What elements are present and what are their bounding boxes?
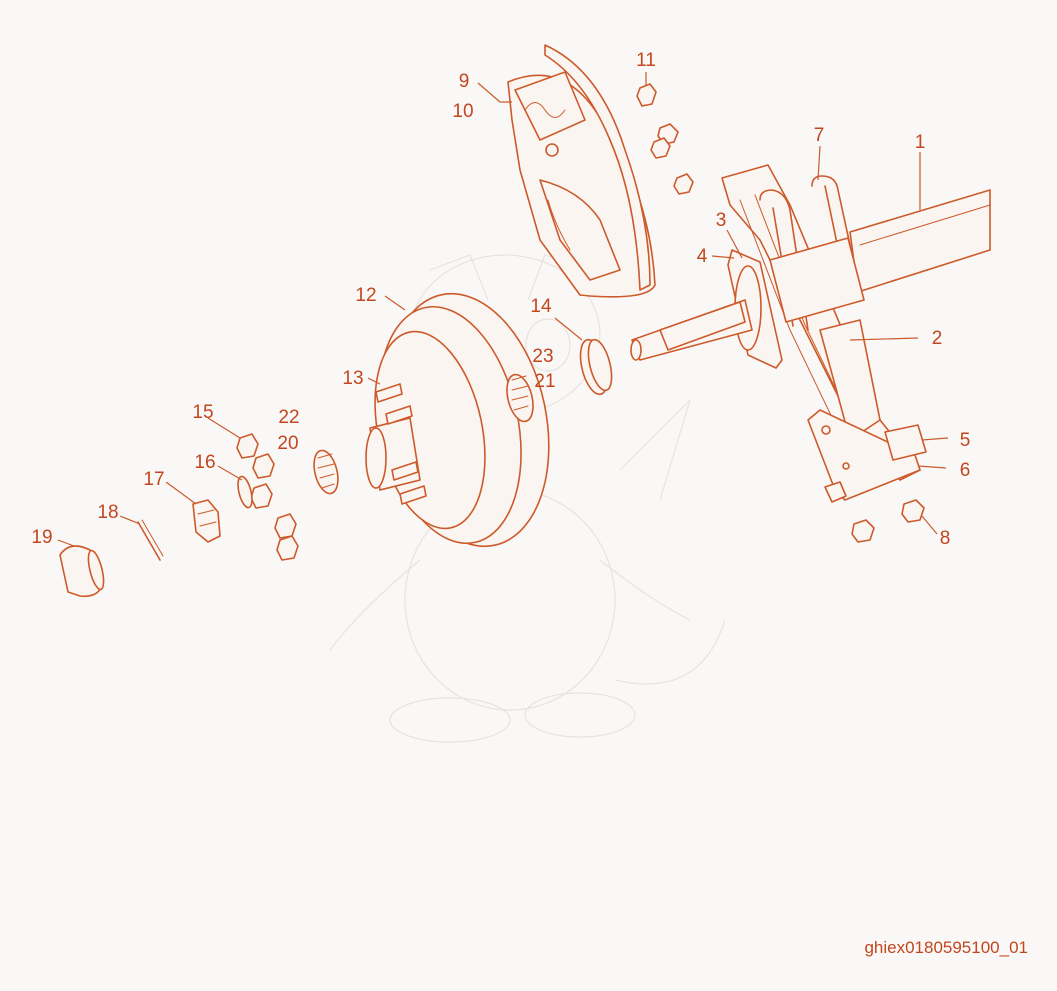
part-label-18: 18: [97, 502, 118, 523]
brake-shoe-assembly: [507, 44, 656, 298]
part-label-15: 15: [192, 402, 213, 423]
spring-plate: [807, 409, 927, 503]
part-label-13: 13: [342, 368, 363, 389]
castle-nut: [192, 499, 221, 543]
spring-clamp: [769, 237, 865, 323]
leader-lines: [57, 72, 949, 547]
part-label-4: 4: [697, 246, 708, 267]
nuts-11: [636, 83, 694, 195]
spindle-assembly: [630, 249, 783, 369]
leaf-spring: [721, 164, 921, 481]
brake-drum: [365, 292, 550, 548]
part-label-19: 19: [31, 527, 52, 548]
part-label-16: 16: [194, 452, 215, 473]
part-label-7: 7: [814, 125, 825, 146]
part-label-5: 5: [960, 430, 971, 451]
part-label-2: 2: [932, 328, 943, 349]
part-label-11: 11: [636, 50, 656, 71]
inner-bearing: [506, 373, 534, 423]
part-label-14: 14: [530, 296, 552, 317]
dust-cap: [59, 545, 105, 598]
part-label-21: 21: [534, 371, 555, 392]
part-label-23: 23: [532, 346, 553, 367]
part-label-1: 1: [915, 132, 926, 153]
spring-nuts: [851, 499, 925, 543]
spindle-washer: [237, 475, 253, 509]
part-label-3: 3: [716, 210, 727, 231]
outer-bearing: [313, 449, 339, 495]
part-label-8: 8: [940, 528, 951, 549]
grease-seal: [579, 338, 613, 396]
part-label-6: 6: [960, 460, 971, 481]
part-label-12: 12: [355, 285, 376, 306]
cotter-pin: [137, 519, 164, 561]
part-label-20: 20: [277, 433, 298, 454]
wheel-studs: [375, 383, 427, 505]
part-label-9: 9: [459, 71, 470, 92]
reference-code: ghiex0180595100_01: [864, 938, 1028, 957]
part-label-22: 22: [278, 407, 299, 428]
lug-nuts: [236, 433, 299, 561]
part-label-10: 10: [452, 101, 473, 122]
part-labels: 1 2 3 4 5 6 7 8 9 10 11 12 13 14 15 16 1…: [31, 50, 970, 549]
part-label-17: 17: [143, 469, 164, 490]
